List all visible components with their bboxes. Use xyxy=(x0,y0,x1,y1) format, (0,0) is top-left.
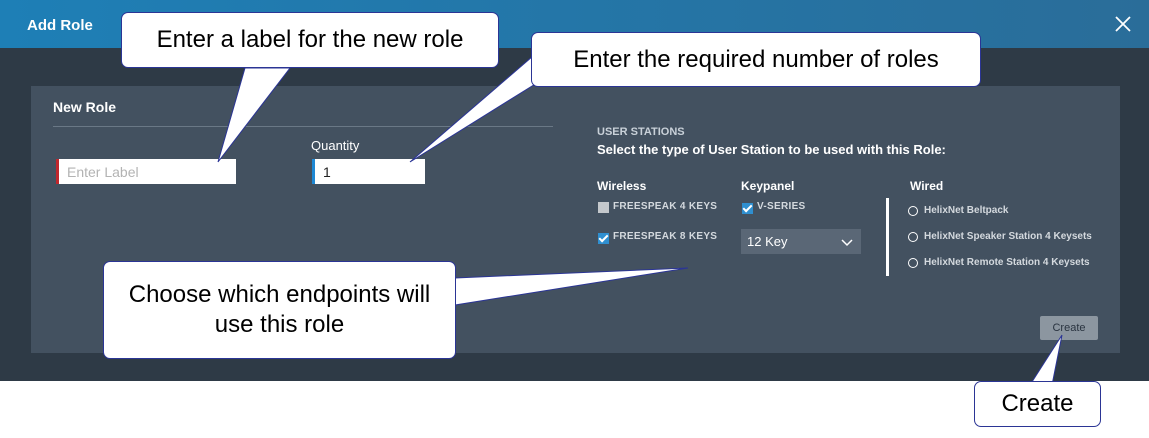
quantity-input[interactable] xyxy=(312,159,425,184)
divider xyxy=(53,126,553,127)
wired-divider xyxy=(886,198,889,276)
v-series-checkbox[interactable] xyxy=(742,203,753,214)
create-button[interactable]: Create xyxy=(1040,316,1098,340)
freespeak-4-keys-label: FREESPEAK 4 KEYS xyxy=(613,201,718,212)
create-callout-pointer xyxy=(1029,334,1063,386)
close-icon[interactable] xyxy=(1114,15,1132,33)
section-title: New Role xyxy=(53,99,117,115)
freespeak-8-keys-label: FREESPEAK 8 KEYS xyxy=(613,231,718,242)
dialog-title: Add Role xyxy=(27,17,93,34)
helixnet-speaker-station-radio[interactable] xyxy=(908,232,918,242)
wireless-heading: Wireless xyxy=(597,179,647,193)
freespeak-4-keys-checkbox[interactable] xyxy=(598,202,609,213)
v-series-label: V-SERIES xyxy=(757,201,806,212)
quantity-label: Quantity xyxy=(311,138,360,153)
helixnet-speaker-station-label: HelixNet Speaker Station 4 Keysets xyxy=(924,231,1092,242)
chevron-down-icon xyxy=(841,235,853,250)
wired-heading: Wired xyxy=(910,179,944,193)
helixnet-remote-station-radio[interactable] xyxy=(908,258,918,268)
label-callout: Enter a label for the new role xyxy=(121,12,499,68)
key-count-value: 12 Key xyxy=(747,234,788,249)
user-stations-heading: USER STATIONS xyxy=(597,126,685,138)
create-callout: Create xyxy=(974,381,1101,427)
label-callout-pointer xyxy=(217,67,292,163)
key-count-select[interactable]: 12 Key xyxy=(741,229,861,254)
helixnet-beltpack-label: HelixNet Beltpack xyxy=(924,205,1009,216)
endpoints-callout: Choose which endpoints will use this rol… xyxy=(103,261,456,359)
quantity-callout: Enter the required number of roles xyxy=(531,32,981,87)
endpoints-callout-pointer xyxy=(454,267,689,306)
helixnet-beltpack-radio[interactable] xyxy=(908,206,918,216)
freespeak-8-keys-checkbox[interactable] xyxy=(598,233,609,244)
user-stations-description: Select the type of User Station to be us… xyxy=(597,142,946,157)
helixnet-remote-station-label: HelixNet Remote Station 4 Keysets xyxy=(924,257,1090,268)
label-input[interactable] xyxy=(56,159,236,184)
keypanel-heading: Keypanel xyxy=(741,179,795,193)
